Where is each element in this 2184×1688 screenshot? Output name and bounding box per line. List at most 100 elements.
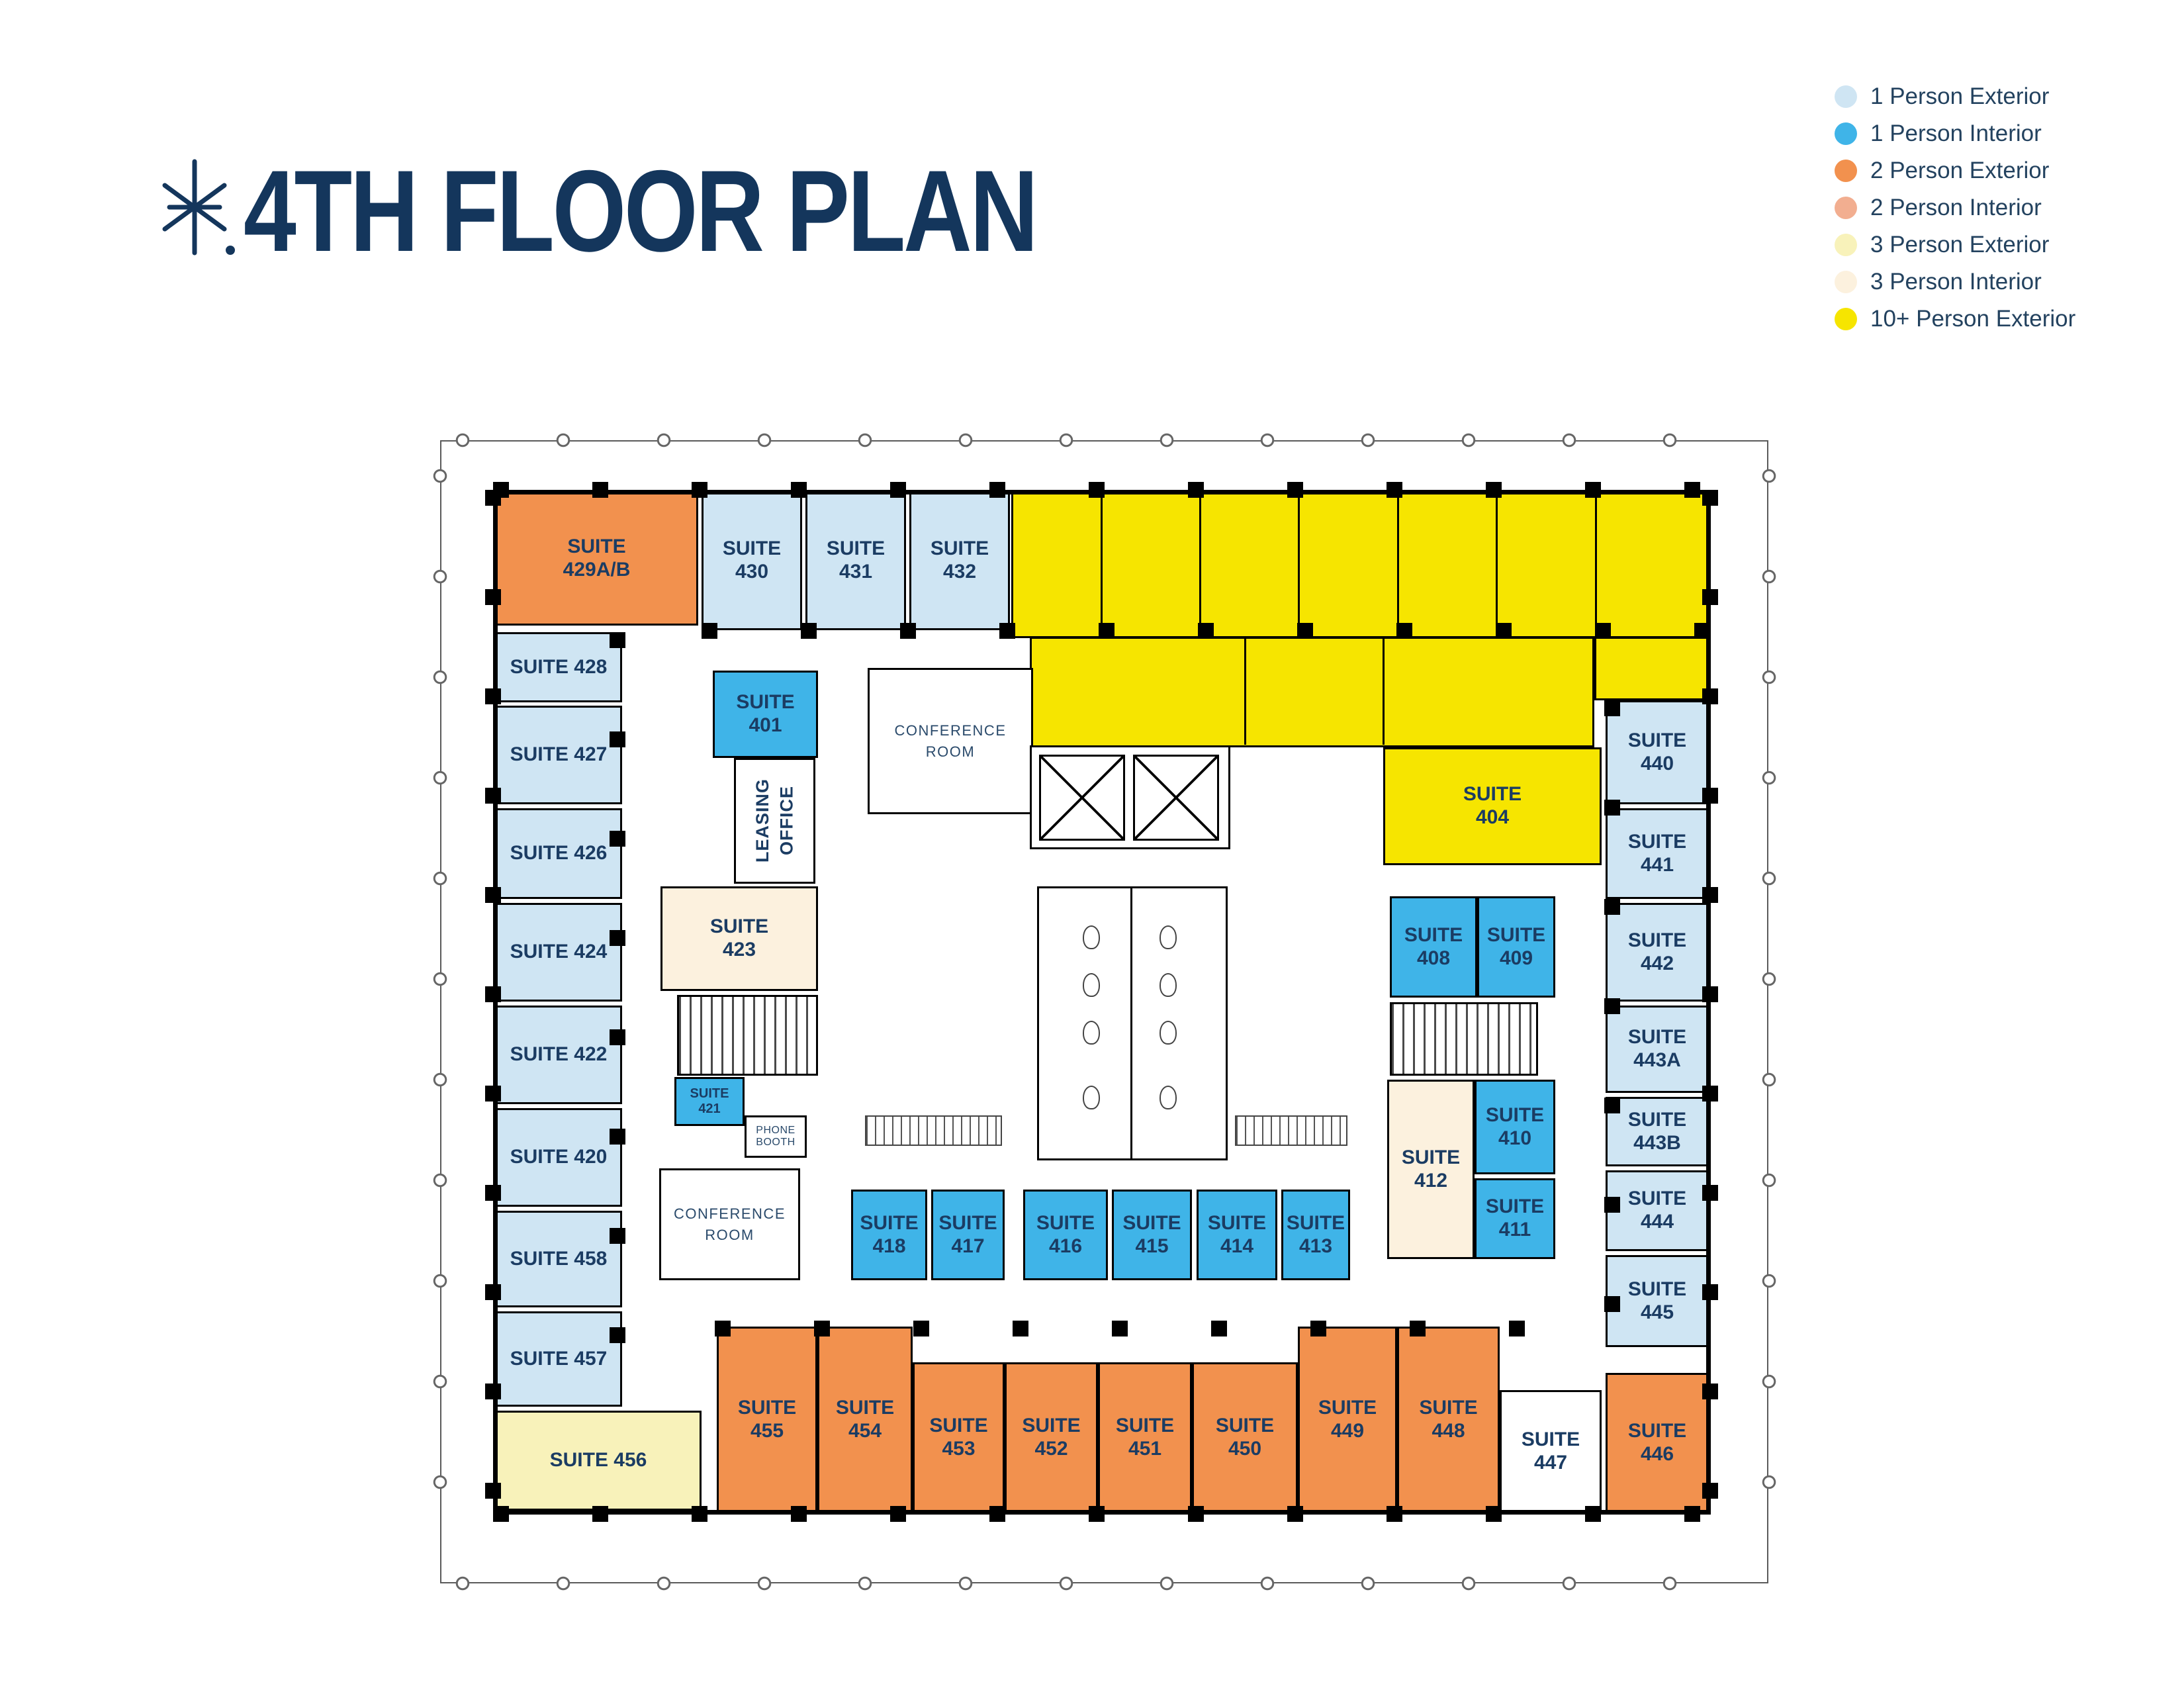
room-label: SUITE 422 <box>510 1043 608 1066</box>
room-label: SUITE 401 <box>736 691 795 736</box>
conference-room-top: CONFERENCE ROOM <box>868 668 1033 814</box>
legend-item-label: 3 Person Interior <box>1870 268 2042 295</box>
zone-10-person-exterior <box>1011 491 1709 638</box>
toilet-fixture <box>1160 973 1177 997</box>
room-suite-455: SUITE 455 <box>717 1327 817 1513</box>
room-label: SUITE 412 <box>1401 1146 1461 1192</box>
room-label: SUITE 404 <box>1463 783 1522 828</box>
column-row <box>1604 700 1620 1380</box>
room-suite-441: SUITE 441 <box>1606 808 1709 899</box>
legend-item: 2 Person Exterior <box>1835 158 2075 183</box>
leasing-office: LEASING OFFICE <box>734 758 815 884</box>
legend-item: 3 Person Interior <box>1835 268 2075 295</box>
legend-color-dot <box>1835 85 1857 108</box>
room-label: SUITE 416 <box>1036 1211 1095 1257</box>
room-suite-428: SUITE 428 <box>495 632 622 702</box>
room-suite-448: SUITE 448 <box>1397 1327 1500 1513</box>
room-label: SUITE 458 <box>510 1247 608 1270</box>
room-label: SUITE 413 <box>1286 1211 1345 1257</box>
room-suite-443a: SUITE 443A <box>1606 1006 1709 1093</box>
toilet-fixture <box>1083 1021 1100 1045</box>
legend-color-dot <box>1835 233 1857 256</box>
legend-item: 1 Person Interior <box>1835 120 2075 146</box>
toilet-fixture <box>1160 1086 1177 1109</box>
room-suite-453: SUITE 453 <box>913 1362 1005 1513</box>
room-label: SUITE 409 <box>1486 923 1546 969</box>
legend-item-label: 1 Person Exterior <box>1870 83 2050 109</box>
room-suite-417: SUITE 417 <box>931 1190 1005 1280</box>
room-label: SUITE 420 <box>510 1146 608 1168</box>
room-label: LEASING OFFICE <box>752 778 797 863</box>
restroom-divider-wall <box>1130 888 1132 1158</box>
room-suite-420: SUITE 420 <box>495 1108 622 1207</box>
room-label: SUITE 448 <box>1419 1396 1478 1442</box>
room-label: SUITE 455 <box>737 1396 797 1442</box>
grid-markers-left <box>428 463 453 1562</box>
room-suite-430: SUITE 430 <box>702 491 802 630</box>
stairs-west <box>677 995 818 1076</box>
room-label: SUITE 410 <box>1485 1103 1545 1149</box>
legend: 1 Person Exterior 1 Person Interior 2 Pe… <box>1835 83 2075 332</box>
room-suite-429ab: SUITE 429A/B <box>495 491 698 626</box>
cabinet-strip <box>865 1115 1002 1146</box>
room-suite-423: SUITE 423 <box>660 886 818 991</box>
partition-wall <box>1199 493 1201 635</box>
room-suite-457: SUITE 457 <box>495 1311 622 1407</box>
partition-wall <box>1595 493 1597 635</box>
room-label: SUITE 415 <box>1122 1211 1181 1257</box>
zone-10-person-exterior <box>1594 637 1709 700</box>
starburst-logo-icon <box>162 159 235 256</box>
room-suite-408: SUITE 408 <box>1390 896 1477 998</box>
phone-booth: PHONE BOOTH <box>745 1115 807 1158</box>
room-suite-409: SUITE 409 <box>1477 896 1555 998</box>
room-label: SUITE 449 <box>1318 1396 1377 1442</box>
toilet-fixture <box>1083 925 1100 949</box>
room-label: SUITE 431 <box>826 538 886 583</box>
toilet-fixture <box>1083 973 1100 997</box>
room-label: SUITE 454 <box>835 1396 895 1442</box>
grid-markers-top <box>450 428 1760 453</box>
room-label: SUITE 451 <box>1115 1414 1175 1460</box>
room-suite-444: SUITE 444 <box>1606 1170 1709 1251</box>
room-label: SUITE 453 <box>929 1414 988 1460</box>
room-suite-421: SUITE 421 <box>674 1077 745 1126</box>
room-label: SUITE 430 <box>722 538 782 583</box>
room-suite-454: SUITE 454 <box>817 1327 913 1513</box>
room-suite-411: SUITE 411 <box>1475 1178 1555 1259</box>
room-label: SUITE 424 <box>510 941 608 963</box>
room-label: SUITE 421 <box>690 1086 729 1116</box>
room-suite-414: SUITE 414 <box>1197 1190 1277 1280</box>
room-suite-440: SUITE 440 <box>1606 700 1709 804</box>
room-suite-426: SUITE 426 <box>495 808 622 899</box>
room-suite-451: SUITE 451 <box>1098 1362 1192 1513</box>
toilet-fixture <box>1160 1021 1177 1045</box>
room-label: SUITE 408 <box>1404 923 1463 969</box>
room-suite-458: SUITE 458 <box>495 1211 622 1307</box>
room-label: SUITE 427 <box>510 743 608 766</box>
room-label: SUITE 444 <box>1627 1188 1687 1233</box>
room-suite-446: SUITE 446 <box>1606 1373 1709 1513</box>
room-suite-401: SUITE 401 <box>713 671 818 758</box>
room-suite-445: SUITE 445 <box>1606 1255 1709 1347</box>
room-label: CONFERENCE ROOM <box>673 1205 786 1243</box>
elevator <box>1039 755 1125 841</box>
legend-color-dot <box>1835 270 1857 293</box>
room-label: SUITE 446 <box>1627 1419 1687 1465</box>
zone-10-person-exterior <box>1030 637 1594 747</box>
legend-item: 1 Person Exterior <box>1835 83 2075 109</box>
column-row <box>715 1321 1604 1336</box>
partition-wall <box>1101 493 1103 635</box>
column-row <box>485 490 501 1515</box>
room-suite-404: SUITE 404 <box>1383 747 1602 865</box>
room-label: SUITE 432 <box>930 538 989 583</box>
room-suite-452: SUITE 452 <box>1005 1362 1098 1513</box>
restroom-core <box>1037 886 1228 1160</box>
room-label: SUITE 457 <box>510 1347 608 1370</box>
legend-item-label: 3 Person Exterior <box>1870 231 2050 258</box>
room-suite-410: SUITE 410 <box>1475 1080 1555 1174</box>
legend-item: 2 Person Interior <box>1835 195 2075 220</box>
elevator <box>1133 755 1219 841</box>
legend-item: 10+ Person Exterior <box>1835 306 2075 332</box>
legend-color-dot <box>1835 159 1857 182</box>
room-suite-442: SUITE 442 <box>1606 903 1709 1002</box>
